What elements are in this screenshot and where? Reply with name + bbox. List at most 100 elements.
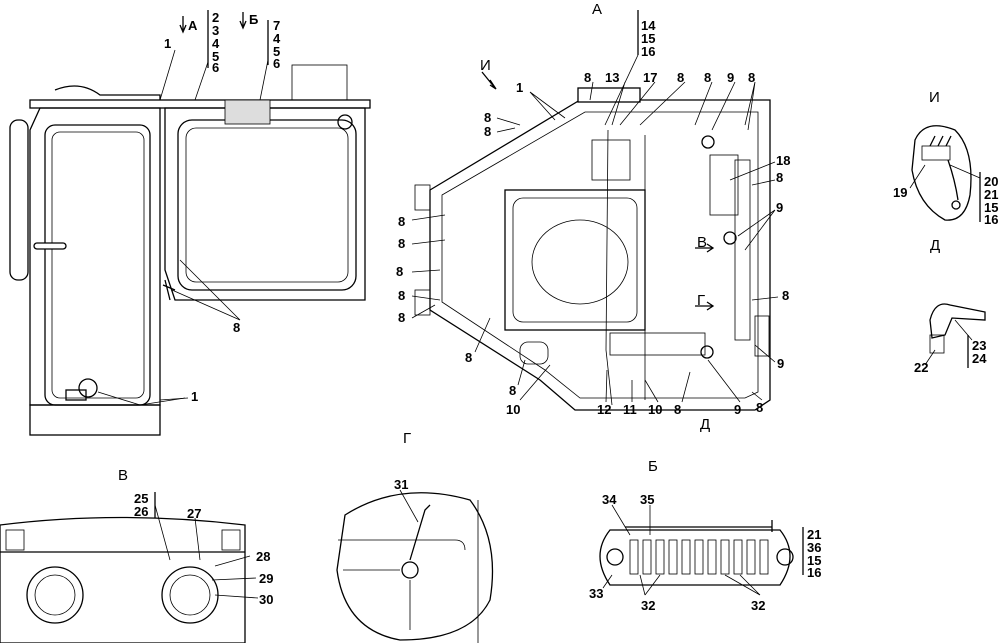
callout: 8 <box>398 236 405 251</box>
view-arrow-b-icon <box>239 12 247 30</box>
callout: 36 <box>807 540 821 555</box>
view-title: И <box>929 89 940 106</box>
callout: 8 <box>484 124 491 139</box>
arrow-i-label: И <box>480 57 491 74</box>
wiper-motor <box>78 378 98 398</box>
callout: 1 <box>191 389 198 404</box>
callout: 12 <box>597 402 611 417</box>
callout: 33 <box>589 586 603 601</box>
door-frame <box>29 107 161 406</box>
callout: 1 <box>164 36 171 51</box>
callout: 1 <box>516 80 523 95</box>
callout: 18 <box>776 153 790 168</box>
view-arrow-a-icon <box>179 16 187 34</box>
callout: 8 <box>396 264 403 279</box>
callout: 28 <box>256 549 270 564</box>
detail-outline <box>911 125 972 221</box>
view-i-detail: И 19 20 21 15 16 <box>893 89 998 227</box>
callout: 4 <box>212 36 220 51</box>
callout: 22 <box>914 360 928 375</box>
arrow-a-label: А <box>188 18 198 33</box>
view-title: Д <box>930 237 940 254</box>
view-arrow-i-icon <box>481 71 497 90</box>
callout: 16 <box>641 44 655 59</box>
callout: 24 <box>972 351 987 366</box>
view-title: В <box>118 467 128 484</box>
callout: 8 <box>398 288 405 303</box>
callout: 6 <box>273 56 280 71</box>
callout: 26 <box>134 504 148 519</box>
callout: 8 <box>484 110 491 125</box>
callout: 8 <box>509 383 516 398</box>
callout: 11 <box>623 402 637 417</box>
view-g-detail: Г 31 <box>336 430 494 643</box>
callout: 19 <box>893 185 907 200</box>
marker-d-label: Д <box>700 416 710 433</box>
callout: 2 <box>212 10 219 25</box>
view-a-plan: А 14 15 16 И 8 13 17 8 8 9 8 1 8 8 8 8 8… <box>396 1 790 433</box>
arrow-b-label: Б <box>249 12 258 27</box>
detail-outline <box>336 492 494 641</box>
callout: 4 <box>273 31 281 46</box>
door-handle <box>33 242 67 250</box>
callout: 8 <box>748 70 755 85</box>
callout: 14 <box>641 18 656 33</box>
panel <box>591 139 631 181</box>
callout: 34 <box>602 492 617 507</box>
view-arrow-v-icon <box>695 243 715 253</box>
callout: 8 <box>584 70 591 85</box>
view-d-detail: Д 22 23 24 <box>914 237 987 375</box>
relay-unit <box>709 154 739 216</box>
callout: 15 <box>984 200 998 215</box>
arrow-v-label: В <box>697 234 707 251</box>
callout: 8 <box>465 350 472 365</box>
lamp-left <box>26 566 84 624</box>
callout: 5 <box>212 49 219 64</box>
roof-beam <box>29 99 371 109</box>
view-title: А <box>592 1 602 18</box>
callout: 32 <box>641 598 655 613</box>
side-window <box>177 119 357 291</box>
callout: 3 <box>212 23 219 38</box>
callout: 10 <box>506 402 520 417</box>
fuse-block <box>609 332 706 356</box>
door-bottom <box>29 404 161 436</box>
callout: 23 <box>972 338 986 353</box>
harness-vertical <box>605 129 646 406</box>
panel-outline <box>0 516 246 643</box>
callout: 30 <box>259 592 273 607</box>
callout: 10 <box>648 402 662 417</box>
hatch-frame <box>504 189 646 331</box>
side-panel <box>164 107 366 301</box>
harness-top <box>54 85 161 100</box>
relay-box <box>291 64 348 101</box>
door-glass <box>44 124 151 406</box>
callout: 9 <box>777 356 784 371</box>
callout: 8 <box>398 310 405 325</box>
callout: 25 <box>134 491 148 506</box>
cab-outline <box>429 99 771 411</box>
callout: 35 <box>640 492 654 507</box>
callout: 8 <box>776 170 783 185</box>
hatch-glass <box>531 219 629 305</box>
callout: 8 <box>677 70 684 85</box>
view-b-detail: Б 34 35 33 32 32 21 36 15 16 <box>589 458 821 613</box>
callout: 21 <box>984 187 998 202</box>
callout: 9 <box>727 70 734 85</box>
view-title: Б <box>648 458 658 475</box>
view-v-detail: В 25 26 27 28 29 30 <box>0 467 273 643</box>
callout: 31 <box>394 477 408 492</box>
callout: 8 <box>674 402 681 417</box>
view-arrow-g-icon <box>695 301 715 311</box>
upper-block <box>577 87 641 103</box>
callout: 21 <box>807 527 821 542</box>
callout: 9 <box>776 200 783 215</box>
callout: 17 <box>643 70 657 85</box>
callout: 15 <box>807 553 821 568</box>
callout: 13 <box>605 70 619 85</box>
arrow-g-label: Г <box>697 292 705 309</box>
connector-elbow <box>929 303 986 339</box>
callout: 7 <box>273 18 280 33</box>
